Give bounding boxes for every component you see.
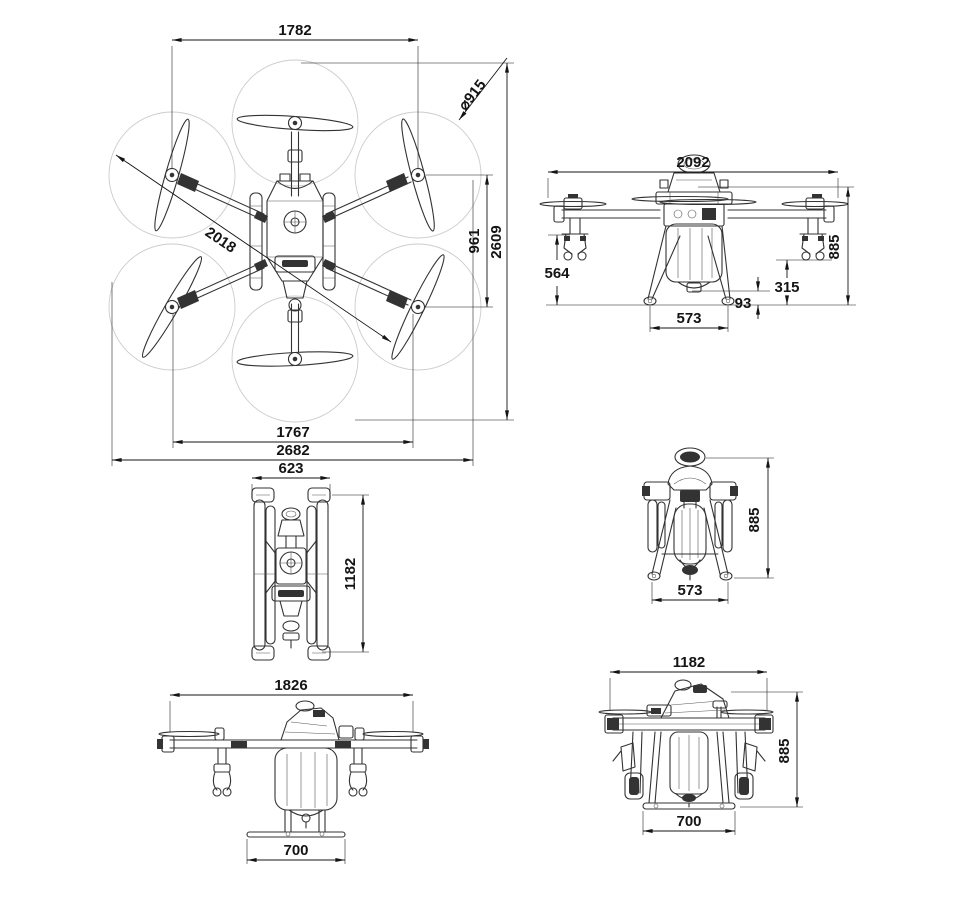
side-view-folded: 1182 885 700 xyxy=(595,654,810,855)
dim-label-573-folded: 573 xyxy=(677,582,702,599)
front-view-line-art xyxy=(539,154,856,306)
dim-label-700-side: 700 xyxy=(283,842,308,859)
dim-side-motor-spacing: 961 xyxy=(426,174,493,308)
dim-skid-track-folded-front: 573 xyxy=(651,582,729,604)
dim-overall-length: 2609 xyxy=(301,62,514,421)
dim-label-885-folded-front: 885 xyxy=(746,507,763,532)
dim-skid-track-front: 573 xyxy=(649,306,729,332)
dim-label-2609: 2609 xyxy=(488,225,505,258)
dim-label-1182-folded-side: 1182 xyxy=(673,654,706,671)
dim-front-motor-span: 1782 xyxy=(171,22,419,168)
dim-label-573-front: 573 xyxy=(676,310,701,327)
folded-front-line-art xyxy=(642,447,738,581)
dim-label-700-folded-side: 700 xyxy=(676,813,701,830)
dim-rear-motor-span: 1767 xyxy=(172,314,414,448)
dim-tank-clearance: 93 xyxy=(692,277,770,319)
side-view-line-art xyxy=(157,700,429,838)
dim-label-prop-diameter: ⌀915 xyxy=(455,77,489,114)
propeller-disc-circles xyxy=(108,59,482,423)
front-view-folded: 885 573 xyxy=(618,442,803,617)
dim-label-623: 623 xyxy=(278,460,303,477)
dim-label-564: 564 xyxy=(544,265,570,282)
dim-overall-width-front: 2092 xyxy=(547,154,839,198)
dim-diagonal-motor-distance: 2018 xyxy=(115,154,392,343)
dim-arm-to-ground: 564 xyxy=(544,234,570,305)
folded-top-line-art xyxy=(251,487,331,661)
dim-label-2682: 2682 xyxy=(276,442,309,459)
dim-label-961: 961 xyxy=(466,228,483,253)
dim-label-1767: 1767 xyxy=(276,424,309,441)
dim-label-885-folded-side: 885 xyxy=(776,738,793,763)
dim-overall-width: 2682 xyxy=(111,180,474,466)
fuselage-top-art xyxy=(249,173,336,312)
dim-overall-height-folded-front: 885 xyxy=(706,457,774,579)
top-view-folded: 623 1182 xyxy=(225,460,400,667)
dim-label-2092: 2092 xyxy=(676,154,709,171)
dim-label-1182-folded-top: 1182 xyxy=(342,558,359,591)
dim-label-885-front: 885 xyxy=(826,234,843,259)
top-view-unfolded: 1782 ⌀915 2018 961 2609 xyxy=(55,10,530,470)
dim-overall-height-folded-side: 885 xyxy=(731,691,803,808)
dim-folded-width: 623 xyxy=(251,460,331,498)
dim-folded-length-side: 1182 xyxy=(609,654,768,710)
dim-label-93: 93 xyxy=(735,295,752,312)
dim-overall-height-front: 885 xyxy=(698,186,854,305)
dim-label-2018: 2018 xyxy=(202,224,239,257)
dim-overall-length-side: 1826 xyxy=(169,677,414,732)
dim-label-315: 315 xyxy=(774,279,799,296)
dim-nozzle-to-ground: 315 xyxy=(774,259,832,305)
dim-skid-length-folded-side: 700 xyxy=(642,811,736,835)
dim-label-1782: 1782 xyxy=(278,22,311,39)
propeller-blades xyxy=(136,111,450,370)
dim-label-1826: 1826 xyxy=(274,677,307,694)
dim-folded-length: 1182 xyxy=(322,494,369,653)
dim-prop-diameter: ⌀915 xyxy=(455,57,508,121)
folded-side-line-art xyxy=(598,679,774,810)
side-view-unfolded: 1826 700 xyxy=(155,677,465,877)
front-view-unfolded: 2092 564 885 315 xyxy=(539,150,955,345)
dim-skid-length-side: 700 xyxy=(246,839,346,864)
